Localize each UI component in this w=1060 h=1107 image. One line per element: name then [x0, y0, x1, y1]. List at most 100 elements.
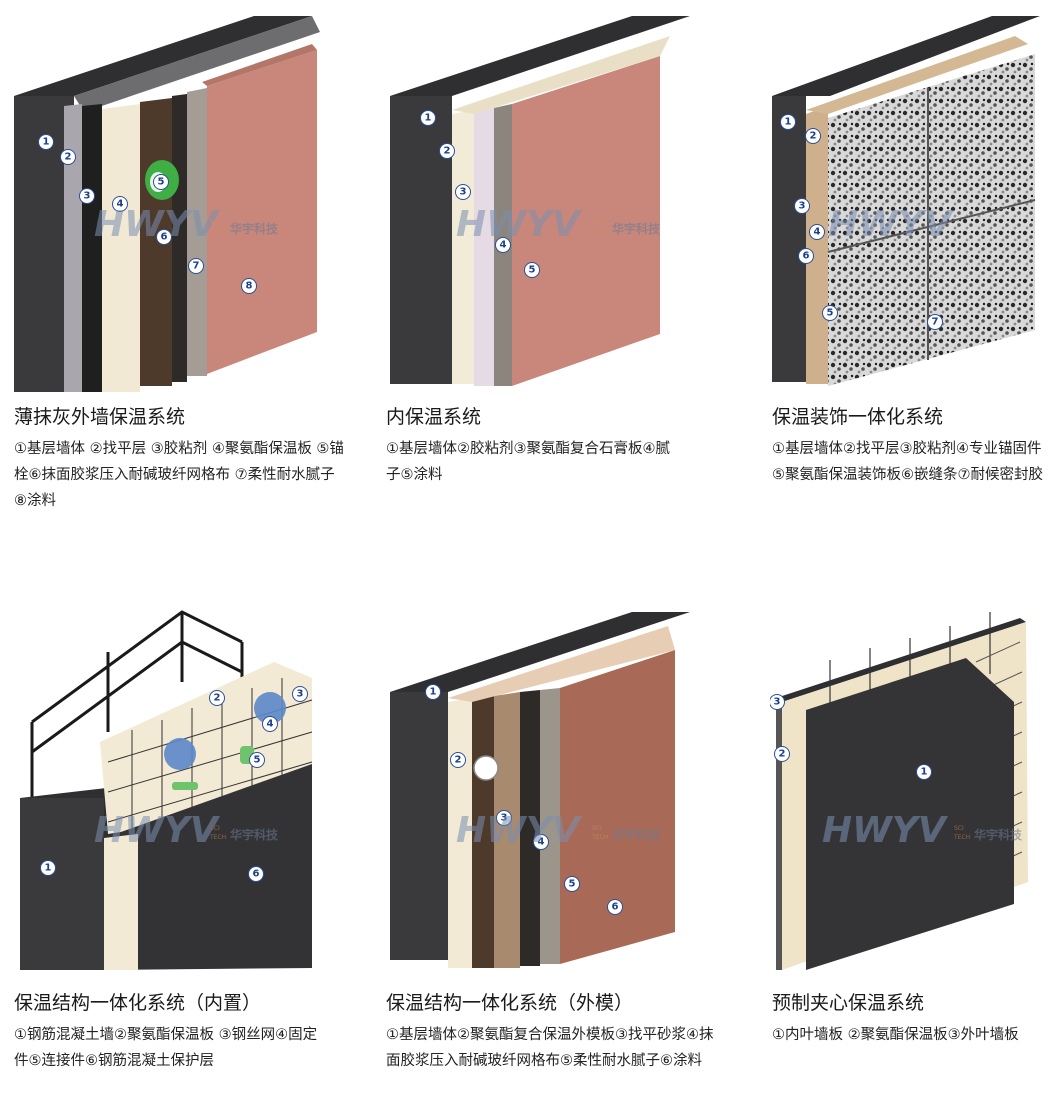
svg-text:1: 1 [921, 767, 928, 778]
svg-text:2: 2 [214, 693, 221, 704]
svg-text:6: 6 [161, 232, 168, 243]
svg-text:4: 4 [117, 199, 124, 210]
watermark-logo: HWYV SCI TECH 华宇科技 [94, 204, 279, 245]
panel-description: ①基层墙体②胶粘剂③聚氨酯复合石膏板④腻子⑤涂料 [386, 441, 670, 483]
svg-text:TECH: TECH [591, 228, 608, 235]
badge-2: 2 [60, 149, 76, 165]
badge-6: 6 [248, 866, 264, 882]
svg-text:HWYV: HWYV [828, 204, 955, 245]
panel-6: 1 2 3 HWYV SCI TECH 华宇科技 预制夹心保温系统 ①内叶墙板 … [770, 602, 1060, 1043]
badge-5: 5 [564, 876, 580, 892]
svg-text:6: 6 [253, 869, 260, 880]
svg-text:SCI: SCI [210, 219, 220, 226]
badge-4: 4 [262, 716, 278, 732]
badge-6: 6 [798, 248, 814, 264]
panel-4: 1 2 3 4 5 6 HWYV SCI TECH 华宇科技 保温结构一体化系统… [12, 602, 332, 1069]
badge-2: 2 [209, 690, 225, 706]
badge-1: 1 [916, 764, 932, 780]
panel-title: 薄抹灰外墙保温系统 [14, 406, 186, 428]
svg-text:华宇科技: 华宇科技 [974, 827, 1023, 842]
svg-text:2: 2 [779, 749, 786, 760]
svg-text:2: 2 [444, 146, 451, 157]
badge-1: 1 [40, 860, 56, 876]
badge-4: 4 [533, 834, 549, 850]
svg-text:2: 2 [810, 131, 817, 142]
svg-text:华宇科技: 华宇科技 [612, 827, 661, 842]
badge-2: 2 [439, 143, 455, 159]
panel-title: 保温结构一体化系统（内置） [14, 992, 262, 1014]
svg-text:5: 5 [827, 308, 834, 319]
panel-title: 内保温系统 [386, 406, 482, 428]
svg-text:3: 3 [774, 697, 781, 708]
svg-text:SCI: SCI [210, 825, 220, 832]
panel-1: 1 2 3 4 5 6 7 8 HWYV SCI TECH 华宇科技 薄抹灰外墙… [12, 14, 344, 509]
badge-1: 1 [38, 134, 54, 150]
svg-text:1: 1 [430, 687, 437, 698]
svg-text:TECH: TECH [953, 834, 970, 841]
badge-5: 5 [524, 262, 540, 278]
panel-2: 1 2 3 4 5 HWYV SCI TECH 华宇科技 内保温系统 ①基层墙体… [386, 14, 710, 483]
badge-5: 5 [153, 174, 169, 190]
svg-text:7: 7 [932, 317, 939, 328]
panel-4-illustration: 1 2 3 4 5 6 HWYV SCI TECH 华宇科技 [20, 610, 313, 970]
svg-text:1: 1 [425, 113, 432, 124]
badge-1: 1 [780, 114, 796, 130]
svg-text:6: 6 [803, 251, 810, 262]
watermark-logo: HWYV SCI TECH 华宇科技 [822, 810, 1023, 851]
svg-text:1: 1 [785, 117, 792, 128]
badge-6: 6 [156, 229, 172, 245]
panel-description: ①基层墙体②找平层③胶粘剂④专业锚固件⑤聚氨酯保温装饰板⑥嵌缝条⑦耐候密封胶 [772, 441, 1043, 483]
svg-text:3: 3 [460, 187, 467, 198]
badge-5: 5 [822, 305, 838, 321]
svg-text:4: 4 [267, 719, 274, 730]
svg-text:SCI: SCI [954, 825, 964, 832]
badge-3: 3 [79, 188, 95, 204]
svg-text:HWYV: HWYV [456, 810, 583, 851]
badge-2: 2 [450, 752, 466, 768]
panel-description: ①基层墙体②聚氨酯复合保温外模板③找平砂浆④抹面胶浆压入耐碱玻纤网格布⑤柔性耐水… [386, 1027, 714, 1069]
svg-text:3: 3 [799, 201, 806, 212]
svg-text:HWYV: HWYV [94, 810, 221, 851]
badge-3: 3 [496, 810, 512, 826]
svg-text:7: 7 [193, 261, 200, 272]
svg-text:1: 1 [43, 137, 50, 148]
svg-text:4: 4 [500, 240, 507, 251]
svg-text:华宇科技: 华宇科技 [612, 221, 661, 236]
svg-text:2: 2 [65, 152, 72, 163]
svg-text:SCI: SCI [592, 219, 602, 226]
svg-text:SCI: SCI [592, 825, 602, 832]
watermark-logo: HWYV SCI TECH 华宇科技 [456, 204, 661, 245]
badge-3: 3 [770, 694, 785, 710]
watermark-logo: HWYV SCI TECH 华宇科技 [456, 810, 661, 851]
badge-3: 3 [292, 686, 308, 702]
badge-6: 6 [607, 899, 623, 915]
svg-text:3: 3 [297, 689, 304, 700]
svg-text:TECH: TECH [209, 228, 226, 235]
panel-1-illustration: 1 2 3 4 5 6 7 8 HWYV SCI TECH 华宇科技 [14, 16, 320, 392]
watermark-logo: HWYV SCI TECH 华宇科技 [94, 810, 279, 851]
badge-5: 5 [249, 752, 265, 768]
badge-2: 2 [774, 746, 790, 762]
svg-text:2: 2 [455, 755, 462, 766]
svg-text:3: 3 [84, 191, 91, 202]
svg-text:6: 6 [612, 902, 619, 913]
svg-text:3: 3 [501, 813, 508, 824]
svg-text:华宇科技: 华宇科技 [230, 827, 279, 842]
panel-description: ①内叶墙板 ②聚氨酯保温板③外叶墙板 [772, 1027, 1019, 1043]
panel-3-illustration: 1 2 3 4 5 6 7 HWYV [772, 16, 1040, 386]
svg-text:5: 5 [158, 177, 165, 188]
badge-7: 7 [188, 258, 204, 274]
panel-title: 保温装饰一体化系统 [772, 406, 944, 428]
svg-text:HWYV: HWYV [822, 810, 949, 851]
svg-text:5: 5 [569, 879, 576, 890]
watermark-logo: HWYV [828, 204, 955, 245]
svg-text:HWYV: HWYV [456, 204, 583, 245]
svg-text:TECH: TECH [591, 834, 608, 841]
badge-1: 1 [425, 684, 441, 700]
panel-6-illustration: 1 2 3 HWYV SCI TECH 华宇科技 [770, 612, 1028, 970]
badge-4: 4 [809, 224, 825, 240]
badge-3: 3 [794, 198, 810, 214]
badge-1: 1 [420, 110, 436, 126]
badge-3: 3 [455, 184, 471, 200]
badge-8: 8 [241, 278, 257, 294]
